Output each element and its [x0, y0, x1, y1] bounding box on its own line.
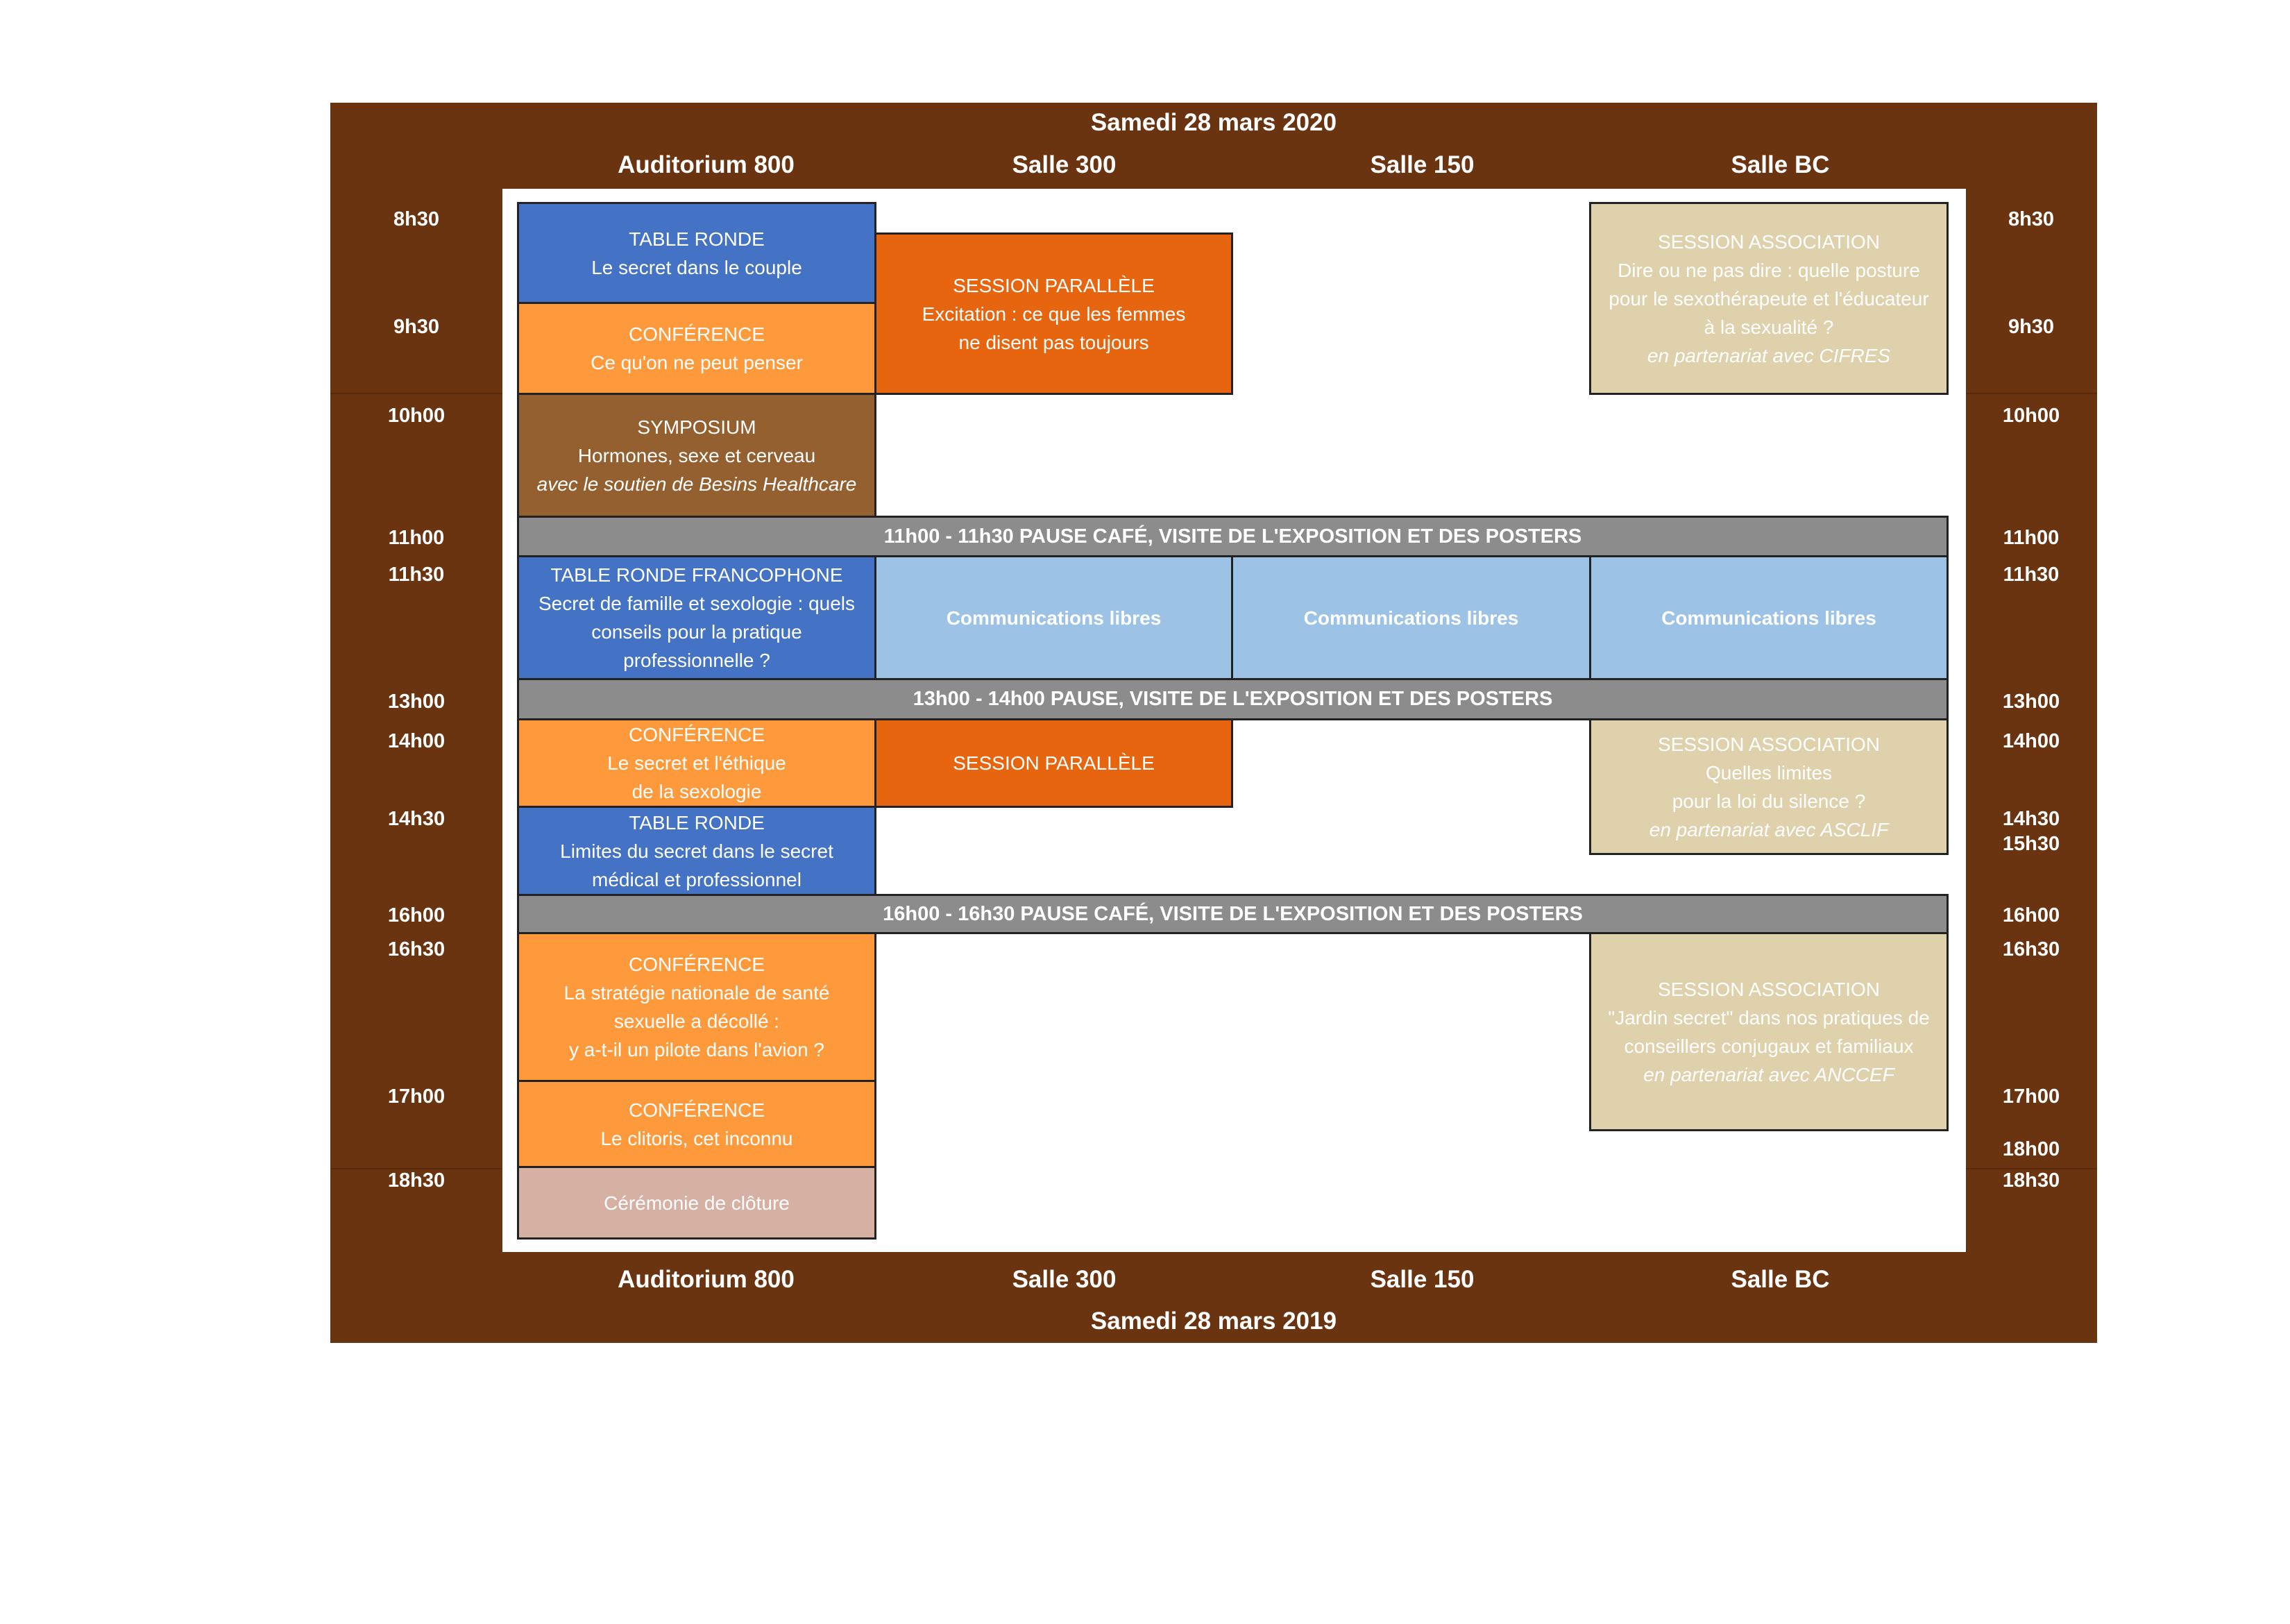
event-conference-ethique[interactable]: CONFÉRENCE Le secret et l'éthique de la …	[517, 718, 876, 808]
room-header-salle-bc: Salle BC	[1731, 151, 1830, 178]
event-table-ronde-francophone[interactable]: TABLE RONDE FRANCOPHONE Secret de famill…	[517, 555, 876, 680]
event-table-ronde-limites[interactable]: TABLE RONDE Limites du secret dans le se…	[517, 806, 876, 896]
time-label: 13h00	[387, 691, 446, 713]
time-label: 14h00	[2002, 730, 2060, 752]
bottom-date: Samedi 28 mars 2019	[1090, 1308, 1337, 1335]
time-label: 16h00	[387, 904, 446, 927]
event-session-parallele-excitation[interactable]: SESSION PARALLÈLE Excitation : ce que le…	[874, 232, 1233, 395]
room-footer-salle-bc: Salle BC	[1731, 1266, 1830, 1293]
event-conference-strategie-nationale[interactable]: CONFÉRENCE La stratégie nationale de san…	[517, 932, 876, 1082]
event-session-parallele-2[interactable]: SESSION PARALLÈLE	[874, 718, 1233, 808]
event-communications-libres-salle-150[interactable]: Communications libres	[1231, 555, 1591, 680]
event-session-association-asclif[interactable]: SESSION ASSOCIATION Quelles limites pour…	[1589, 718, 1949, 855]
event-communications-libres-salle-bc[interactable]: Communications libres	[1589, 555, 1949, 680]
time-label: 11h30	[2003, 564, 2060, 586]
room-footer-salle-300: Salle 300	[1012, 1266, 1117, 1293]
time-label: 14h00	[387, 730, 446, 752]
time-label: 17h00	[387, 1085, 446, 1108]
time-label: 11h30	[388, 564, 445, 586]
time-label: 9h30	[393, 316, 440, 338]
room-footer-salle-150: Salle 150	[1370, 1266, 1475, 1293]
time-label: 9h30	[2008, 316, 2055, 338]
time-label: 10h00	[2002, 405, 2060, 427]
event-conference-clitoris[interactable]: CONFÉRENCE Le clitoris, cet inconnu	[517, 1080, 876, 1168]
time-label: 15h30	[2002, 833, 2060, 855]
time-label: 17h00	[2002, 1085, 2060, 1108]
top-date: Samedi 28 mars 2020	[1090, 109, 1337, 136]
event-conference-penser[interactable]: CONFÉRENCE Ce qu'on ne peut penser	[517, 302, 876, 395]
time-label: 16h00	[2002, 904, 2060, 927]
time-label: 14h30	[2002, 808, 2060, 830]
pause-bar-2: 13h00 - 14h00 PAUSE, VISITE DE L'EXPOSIT…	[517, 678, 1949, 720]
event-session-association-cifres[interactable]: SESSION ASSOCIATION Dire ou ne pas dire …	[1589, 202, 1949, 395]
time-label: 11h00	[2003, 527, 2060, 549]
pause-bar-1: 11h00 - 11h30 PAUSE CAFÉ, VISITE DE L'EX…	[517, 516, 1949, 557]
time-label: 18h00	[2002, 1138, 2060, 1160]
room-header-auditorium-800: Auditorium 800	[618, 151, 795, 178]
row-separator	[330, 1168, 502, 1169]
room-header-salle-300: Salle 300	[1012, 151, 1117, 178]
row-separator	[1966, 1168, 2097, 1169]
pause-bar-3: 16h00 - 16h30 PAUSE CAFÉ, VISITE DE L'EX…	[517, 894, 1949, 934]
time-label: 16h30	[2002, 938, 2060, 961]
time-label: 11h00	[388, 527, 445, 549]
time-label: 18h30	[2002, 1169, 2060, 1192]
event-ceremonie-cloture[interactable]: Cérémonie de clôture	[517, 1166, 876, 1240]
time-label: 13h00	[2002, 691, 2060, 713]
time-label: 14h30	[387, 808, 446, 830]
time-label: 16h30	[387, 938, 446, 961]
event-table-ronde-couple[interactable]: TABLE RONDE Le secret dans le couple	[517, 202, 876, 304]
event-communications-libres-salle-300[interactable]: Communications libres	[874, 555, 1233, 680]
room-header-salle-150: Salle 150	[1370, 151, 1475, 178]
time-label: 8h30	[393, 208, 440, 230]
row-separator	[330, 393, 502, 394]
time-label: 10h00	[387, 405, 446, 427]
event-symposium[interactable]: SYMPOSIUM Hormones, sexe et cerveau avec…	[517, 393, 876, 518]
row-separator	[1966, 393, 2097, 394]
room-footer-auditorium-800: Auditorium 800	[618, 1266, 795, 1293]
time-label: 8h30	[2008, 208, 2055, 230]
event-session-association-anccef[interactable]: SESSION ASSOCIATION "Jardin secret" dans…	[1589, 932, 1949, 1131]
time-label: 18h30	[387, 1169, 446, 1192]
